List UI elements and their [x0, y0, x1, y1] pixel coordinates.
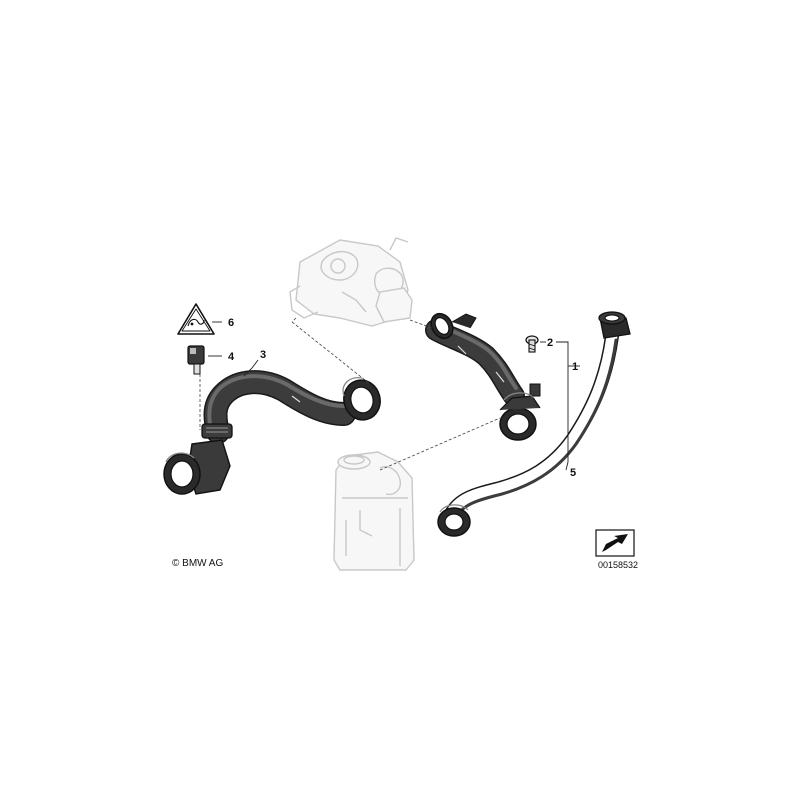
sensor-4	[187, 345, 205, 375]
callout-5: 5	[570, 467, 576, 479]
screw-2	[525, 335, 539, 353]
ghost-expansion-tank	[333, 451, 415, 571]
callout-4: 4	[228, 351, 235, 363]
hose-5	[437, 311, 631, 537]
callout-3: 3	[260, 349, 266, 361]
hose-3	[163, 370, 381, 495]
warning-label-6	[177, 303, 215, 335]
hose-1	[425, 312, 541, 441]
direction-arrow-box	[595, 529, 635, 557]
ghost-thermostat-housing	[289, 237, 413, 327]
leader-lines	[208, 321, 580, 471]
callout-2: 2	[547, 337, 553, 349]
callout-1: 1	[572, 361, 578, 373]
reference-number: 00158532	[598, 560, 638, 570]
connection-lines	[199, 317, 501, 471]
callout-6: 6	[228, 317, 234, 329]
copyright-text: © BMW AG	[172, 558, 223, 569]
